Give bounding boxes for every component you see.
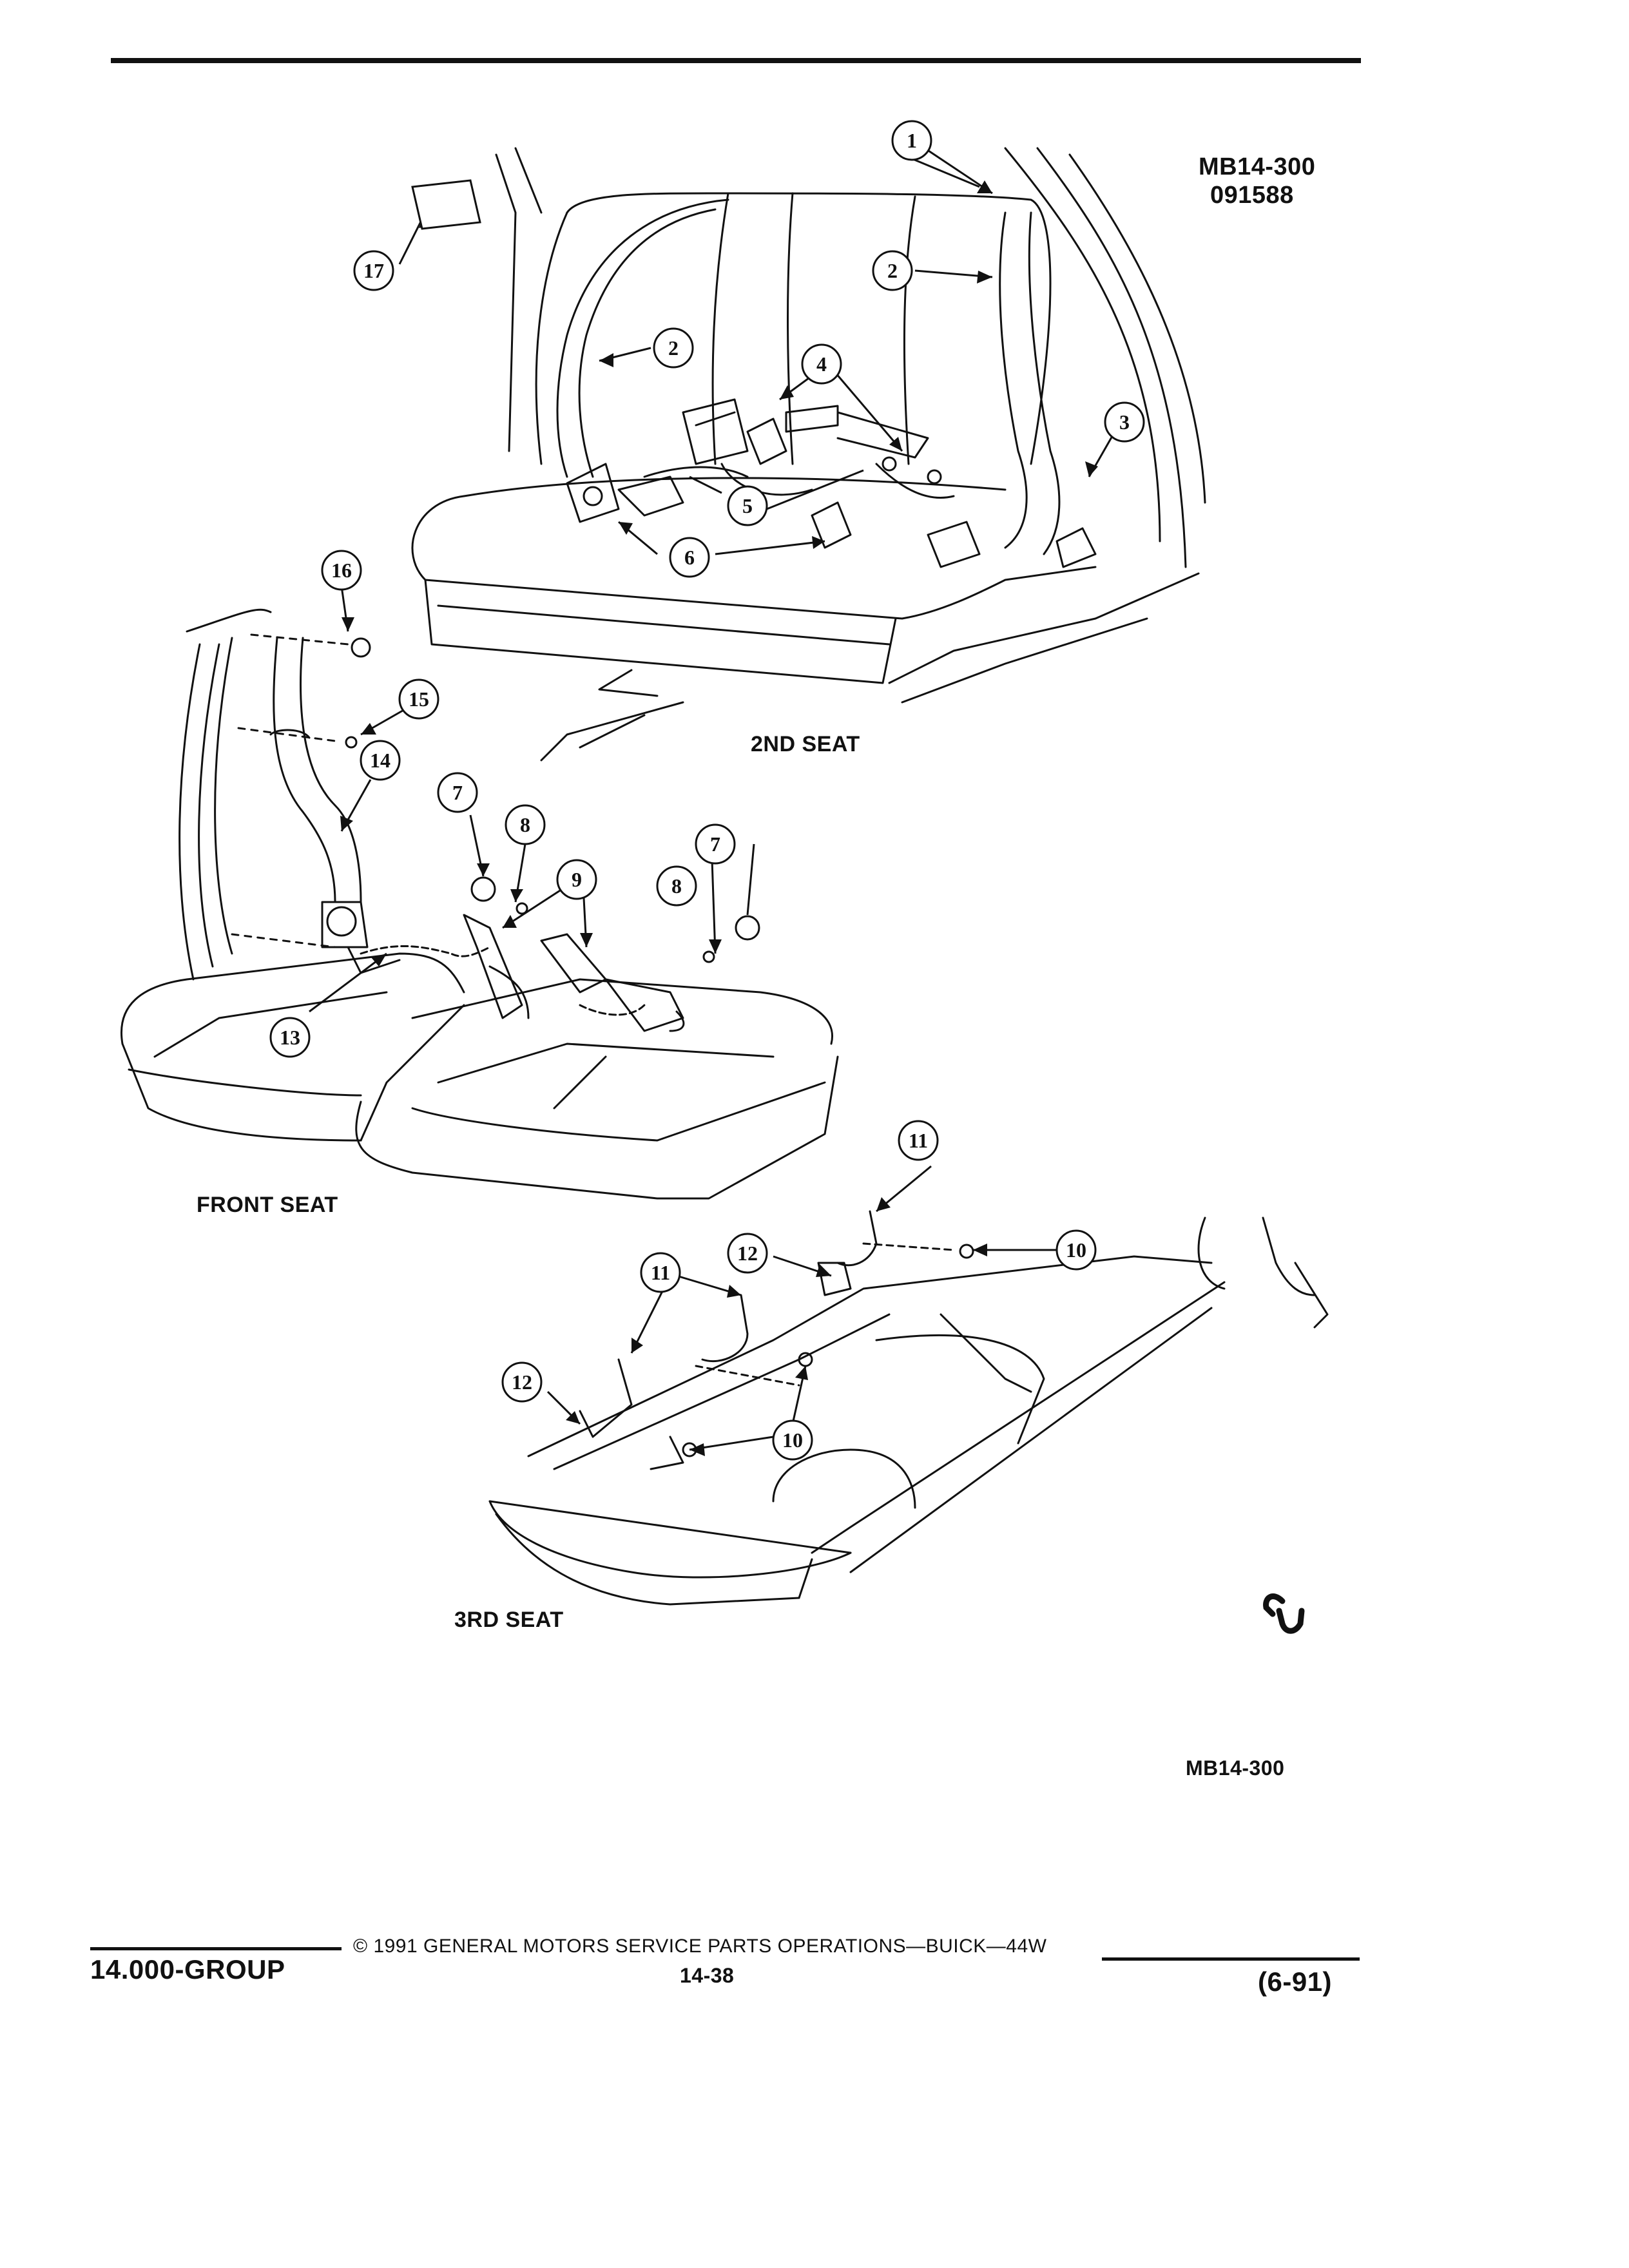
callout-number: 4 <box>816 352 827 376</box>
footer-date: (6-91) <box>1258 1966 1333 1997</box>
callout-12-left: 12 <box>501 1361 543 1403</box>
callout-number: 2 <box>668 336 679 360</box>
callout-number: 5 <box>742 494 753 517</box>
callout-number: 1 <box>907 129 917 152</box>
callout-2-left: 2 <box>653 327 694 369</box>
second-seat-drawing <box>411 147 1206 762</box>
callout-number: 13 <box>280 1026 300 1049</box>
view-label-front-seat: FRONT SEAT <box>197 1193 338 1217</box>
callout-5: 5 <box>727 485 768 526</box>
footer-rule-right <box>1102 1957 1360 1961</box>
callout-number: 7 <box>452 781 463 804</box>
callout-8-right: 8 <box>656 865 697 907</box>
callout-circles: 1 2 2 3 4 5 6 17 16 15 14 7 8 9 8 7 13 1… <box>269 120 1145 1461</box>
top-rule <box>111 58 1361 63</box>
callout-8-left: 8 <box>505 804 546 845</box>
callout-number: 6 <box>684 546 695 569</box>
callout-number: 12 <box>512 1370 532 1394</box>
figure-id: MB14-300 <box>1199 153 1316 180</box>
callout-number: 9 <box>572 868 582 891</box>
callout-12-top: 12 <box>727 1233 768 1274</box>
callout-7-right: 7 <box>695 823 736 865</box>
callout-number: 10 <box>1066 1238 1086 1262</box>
callout-1: 1 <box>891 120 932 161</box>
footer-copyright: © 1991 GENERAL MOTORS SERVICE PARTS OPER… <box>353 1936 1047 1957</box>
callout-7-left: 7 <box>437 772 478 813</box>
callout-17: 17 <box>353 250 394 291</box>
footer-group: 14.000-GROUP <box>90 1954 285 1984</box>
callout-11-top: 11 <box>898 1120 939 1161</box>
callout-13: 13 <box>269 1017 311 1058</box>
callout-number: 11 <box>651 1261 670 1284</box>
footer-rule-left <box>90 1947 342 1950</box>
callout-number: 2 <box>887 259 898 282</box>
front-seat-drawing <box>120 608 839 1200</box>
callout-11-left: 11 <box>640 1252 681 1293</box>
callout-16: 16 <box>321 550 362 591</box>
callout-4: 4 <box>801 343 842 385</box>
footer-page-number: 14-38 <box>680 1964 735 1987</box>
callout-15: 15 <box>398 678 439 720</box>
figure-id-footer: MB14-300 <box>1186 1756 1285 1780</box>
callout-number: 17 <box>363 259 384 282</box>
callout-3: 3 <box>1104 401 1145 443</box>
callout-2-right: 2 <box>872 250 913 291</box>
callout-number: 8 <box>520 813 530 836</box>
callout-10-bottom: 10 <box>772 1419 813 1461</box>
view-label-third-seat: 3RD SEAT <box>454 1608 564 1632</box>
callout-number: 15 <box>409 687 429 711</box>
callout-14: 14 <box>360 740 401 781</box>
callout-number: 7 <box>710 832 720 856</box>
view-label-second-seat: 2ND SEAT <box>751 732 860 756</box>
callout-number: 10 <box>782 1428 803 1452</box>
callout-number: 3 <box>1119 410 1130 434</box>
callout-10-top: 10 <box>1055 1229 1097 1271</box>
callout-number: 8 <box>671 874 682 898</box>
label-plate <box>411 179 481 230</box>
callout-number: 11 <box>909 1129 928 1152</box>
callout-number: 14 <box>370 749 390 772</box>
callout-number: 12 <box>737 1242 758 1265</box>
third-seat-drawing <box>488 1210 1329 1606</box>
callout-9: 9 <box>556 859 597 900</box>
figure-code: 091588 <box>1210 182 1294 209</box>
callout-number: 16 <box>331 559 352 582</box>
callout-6: 6 <box>669 537 710 578</box>
